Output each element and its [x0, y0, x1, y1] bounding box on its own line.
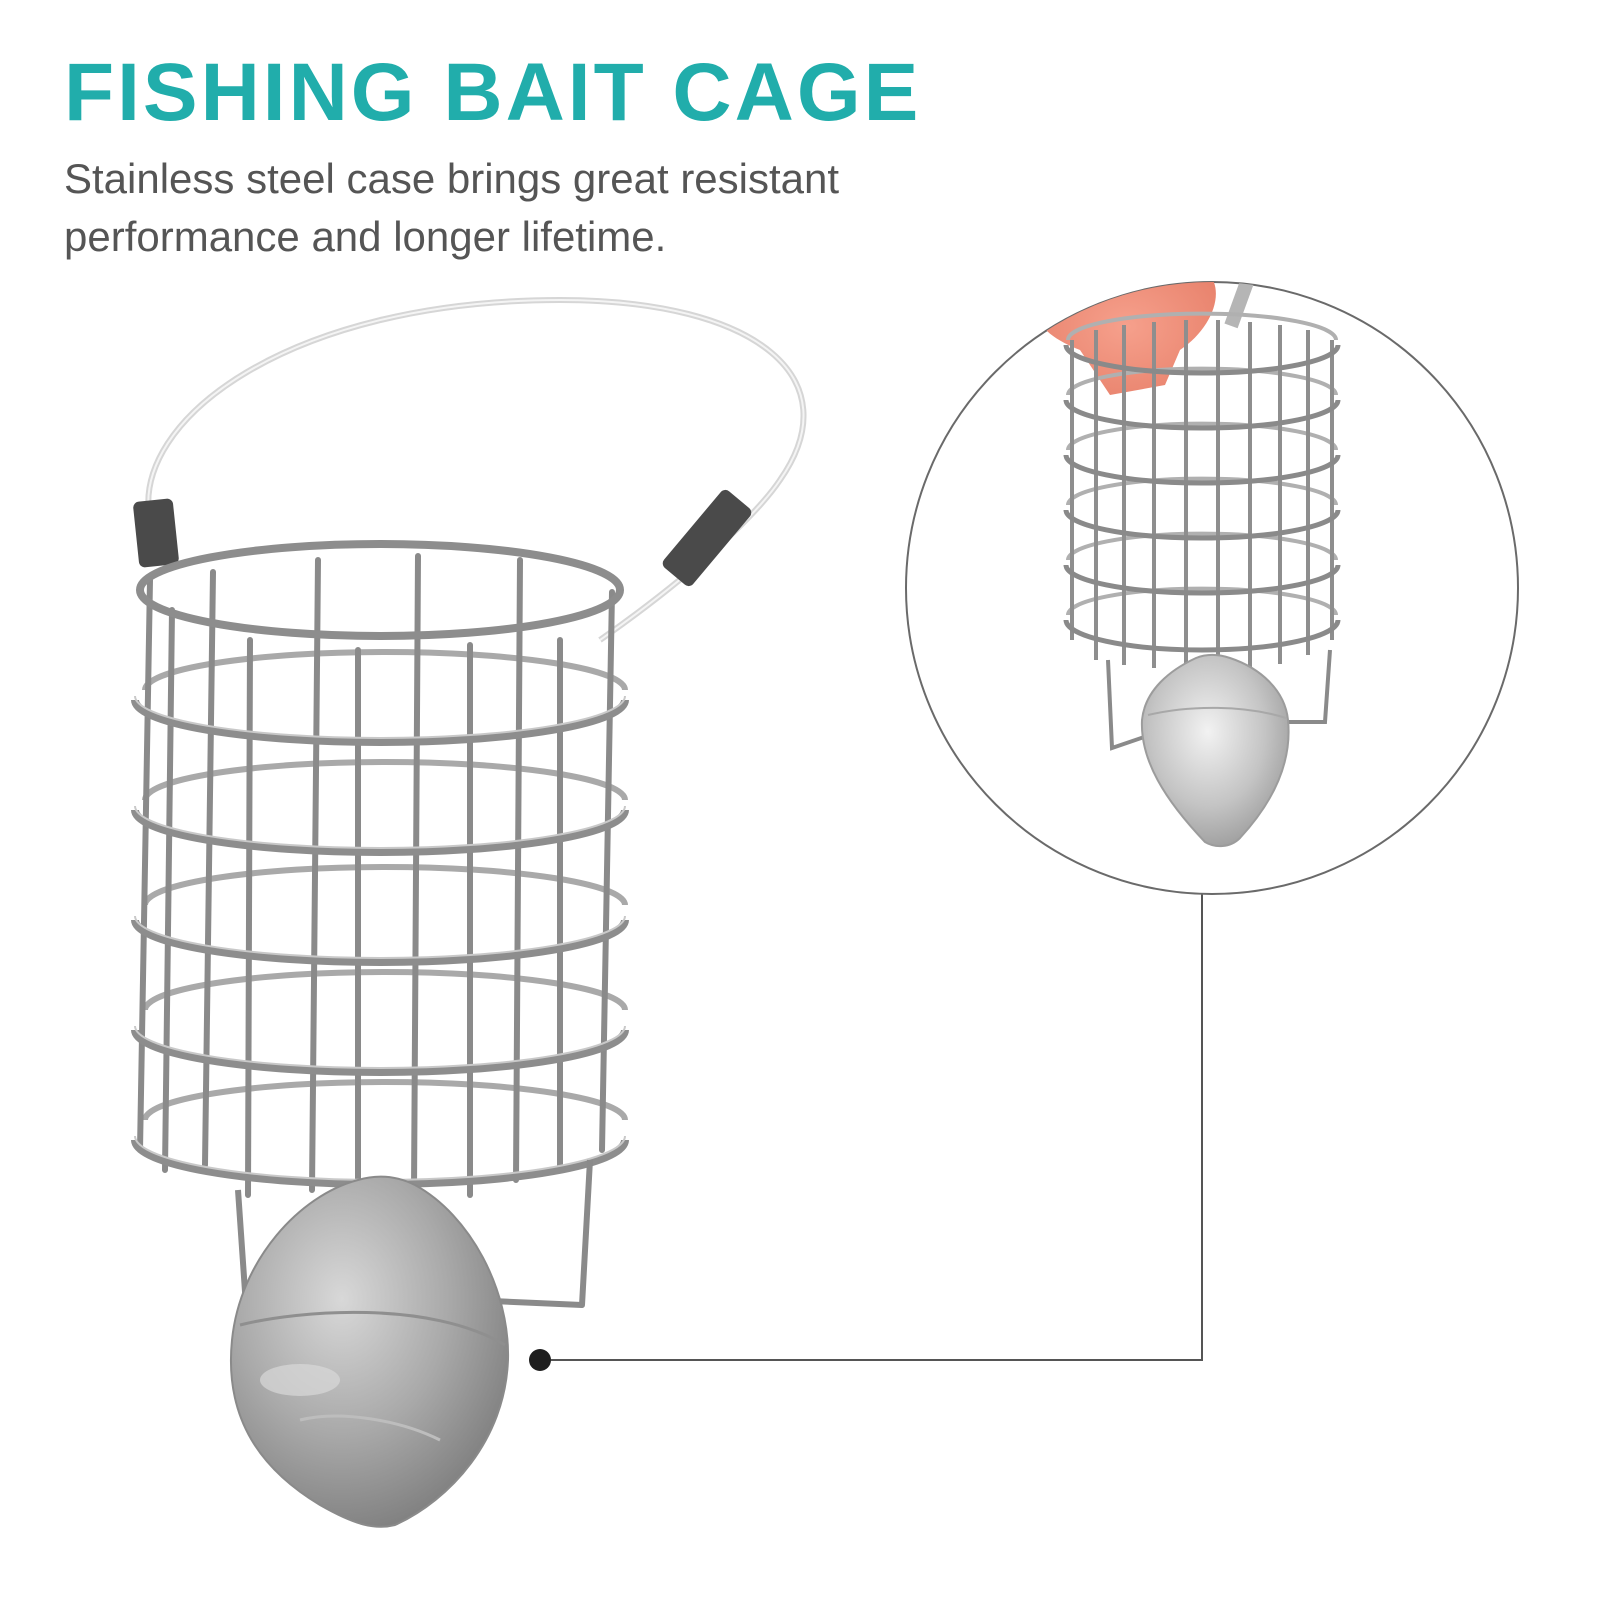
zoom-detail-circle	[905, 281, 1519, 895]
description-line-2: performance and longer lifetime.	[64, 213, 667, 260]
description-line-1: Stainless steel case brings great resist…	[64, 155, 840, 202]
bait-cage-main	[131, 296, 807, 1528]
product-description: Stainless steel case brings great resist…	[64, 150, 964, 266]
page-title: FISHING BAIT CAGE	[64, 47, 922, 138]
cage-top-ring	[136, 540, 624, 640]
lead-weight-main	[230, 1175, 510, 1528]
cage-handle-line	[145, 296, 807, 643]
lead-weight-detail	[1140, 654, 1290, 848]
callout-connector	[529, 894, 1203, 1371]
crimp-sleeve-right	[662, 489, 752, 587]
callout-dot	[529, 1349, 551, 1371]
crimp-sleeve-left	[133, 498, 179, 568]
